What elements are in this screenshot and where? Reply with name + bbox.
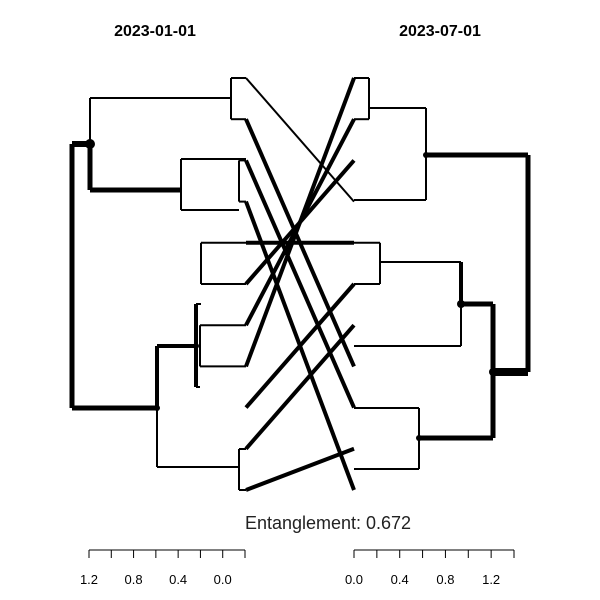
right-node-dot-d: [416, 435, 422, 441]
right-axis-tick-label: 1.2: [482, 572, 500, 587]
right-axis-tick-label: 0.8: [436, 572, 454, 587]
right-dendrogram-title: 2023-07-01: [399, 23, 481, 40]
right-node-dot-e: [489, 368, 497, 376]
left-node-dot-b: [193, 343, 199, 349]
connection-line-10: [244, 323, 356, 451]
connection-line-3: [244, 159, 356, 409]
right-dendrogram: [354, 77, 531, 470]
right-axis-tick-label: 0.0: [345, 572, 363, 587]
right-height-axis: 0.0 0.4 0.8 1.2: [345, 549, 515, 587]
right-node-dot-b: [457, 300, 465, 308]
left-node-dot-c: [154, 405, 160, 411]
connection-line-1: [245, 77, 355, 203]
connection-line-8: [244, 77, 356, 368]
left-axis-tick-label: 0.0: [214, 572, 232, 587]
connection-line-9: [244, 282, 356, 409]
left-axis-tick-label: 1.2: [80, 572, 98, 587]
left-axis-tick-label: 0.4: [169, 572, 187, 587]
left-height-axis: 1.2 0.8 0.4 0.0: [80, 549, 246, 587]
connection-lines: [244, 77, 356, 492]
right-node-dot-a: [423, 152, 429, 158]
left-dendrogram-title: 2023-01-01: [114, 23, 196, 40]
left-axis-tick-label: 0.8: [125, 572, 143, 587]
right-axis-tick-label: 0.4: [391, 572, 409, 587]
entanglement-label: Entanglement: 0.672: [245, 513, 411, 533]
left-dendrogram: [69, 77, 246, 491]
left-node-dot-a: [85, 139, 95, 149]
connection-line-11: [245, 446, 355, 492]
